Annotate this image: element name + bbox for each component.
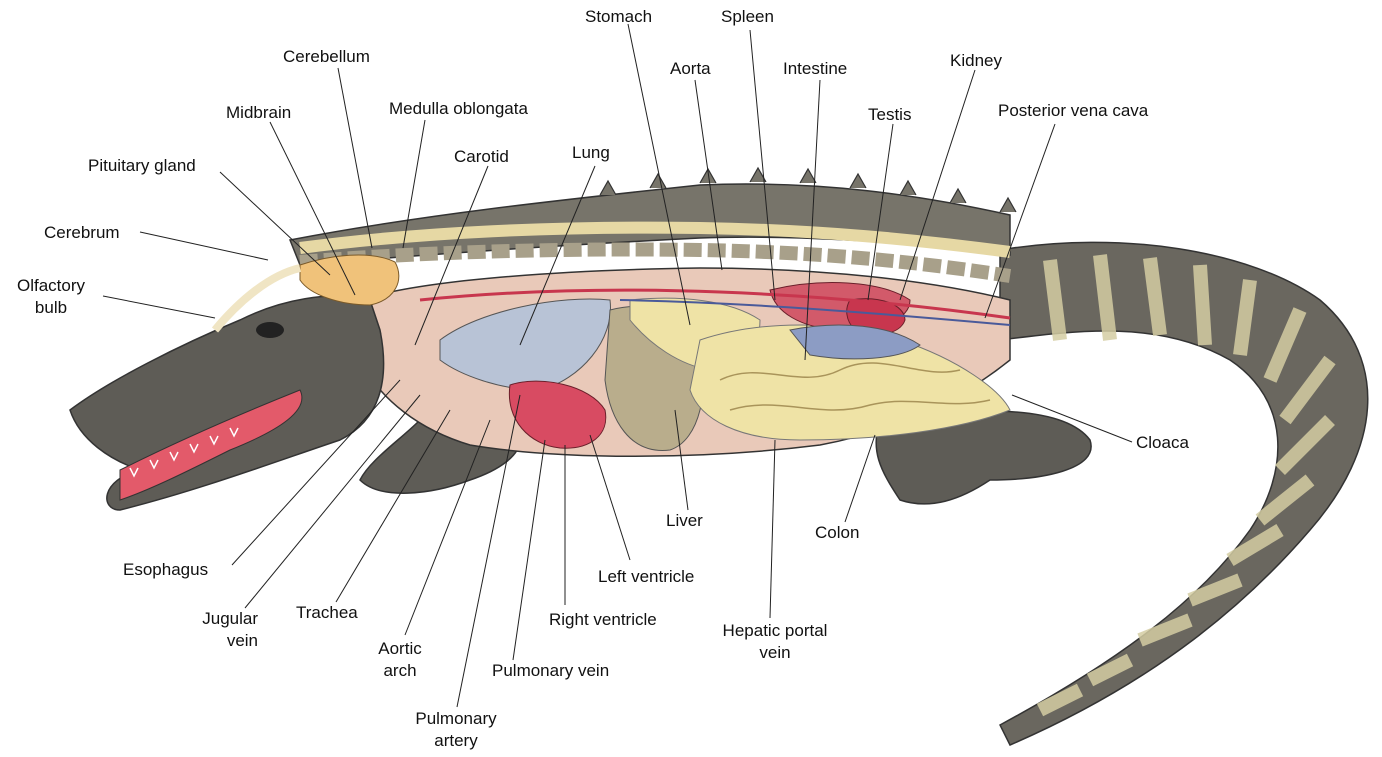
label-jugular-vein-line1: Jugular [180,608,258,630]
label-olfactory-bulb-line1: Olfactory [10,275,92,297]
label-cerebrum: Cerebrum [44,222,120,244]
label-left-ventricle: Left ventricle [598,566,694,588]
label-jugular-vein-line2: vein [180,630,258,652]
label-right-ventricle: Right ventricle [549,609,657,631]
label-pulmonary-artery-line2: artery [396,730,516,752]
label-pituitary-gland: Pituitary gland [88,155,196,177]
label-pulmonary-artery: Pulmonary artery [396,708,516,752]
label-aorta: Aorta [670,58,711,80]
label-trachea: Trachea [296,602,358,624]
label-intestine: Intestine [783,58,847,80]
label-posterior-vena-cava: Posterior vena cava [998,100,1148,122]
label-hepatic-portal-vein: Hepatic portal vein [705,620,845,664]
label-midbrain: Midbrain [226,102,291,124]
head [70,296,384,510]
label-medulla-oblongata: Medulla oblongata [389,98,528,120]
label-spleen: Spleen [721,6,774,28]
label-cerebellum: Cerebellum [283,46,370,68]
label-aortic-arch: Aortic arch [362,638,438,682]
label-lung: Lung [572,142,610,164]
label-cloaca: Cloaca [1136,432,1189,454]
label-carotid: Carotid [454,146,509,168]
label-aortic-arch-line1: Aortic [362,638,438,660]
label-aortic-arch-line2: arch [362,660,438,682]
label-pulmonary-vein: Pulmonary vein [492,660,609,682]
label-colon: Colon [815,522,859,544]
label-pulmonary-artery-line1: Pulmonary [396,708,516,730]
label-liver: Liver [666,510,703,532]
label-testis: Testis [868,104,911,126]
label-jugular-vein: Jugular vein [180,608,258,652]
label-olfactory-bulb: Olfactory bulb [10,275,92,319]
label-esophagus: Esophagus [123,559,208,581]
eye [256,322,284,338]
label-hepatic-portal-vein-line2: vein [705,642,845,664]
label-kidney: Kidney [950,50,1002,72]
label-hepatic-portal-vein-line1: Hepatic portal [705,620,845,642]
label-stomach: Stomach [585,6,652,28]
label-olfactory-bulb-line2: bulb [10,297,92,319]
